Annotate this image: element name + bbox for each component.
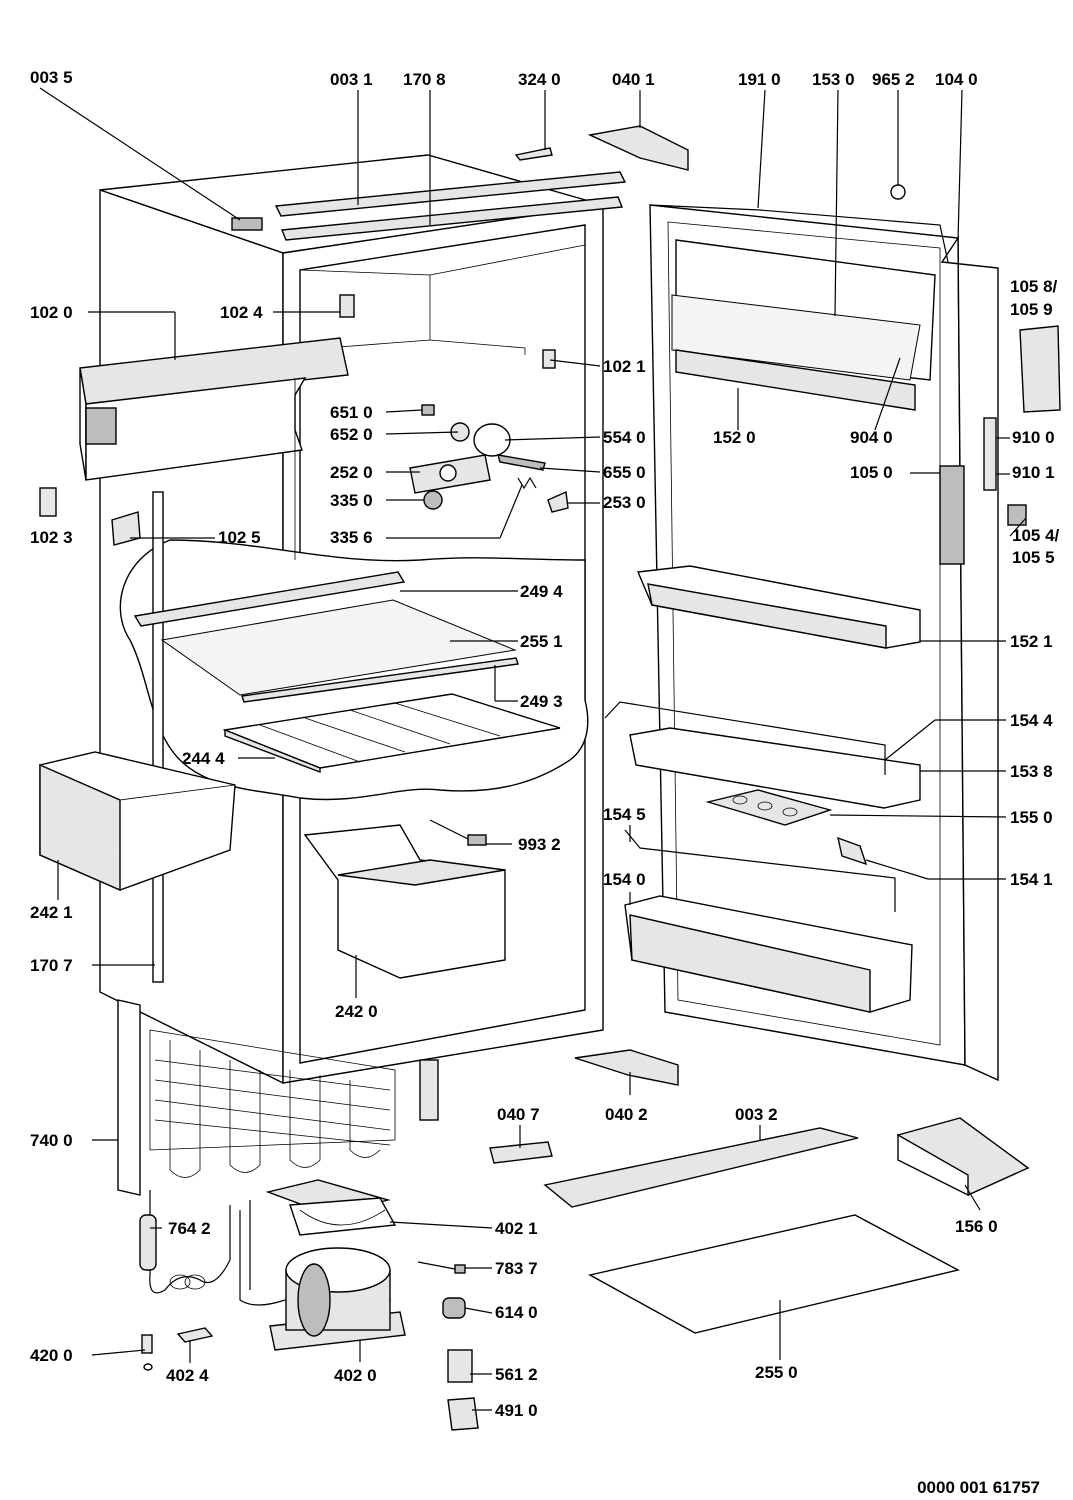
part-label-2494: 249 4 (520, 582, 563, 601)
part-label-2520: 252 0 (330, 463, 373, 482)
part-label-5612: 561 2 (495, 1365, 538, 1384)
compressor-bracket (265, 1179, 397, 1236)
part-labels: 003 5 003 1 170 8 324 0 040 1 191 0 153 … (30, 68, 1060, 1497)
part-label-0401: 040 1 (612, 70, 655, 89)
part-label-1054: 105 4/ (1012, 526, 1060, 545)
document-code: 0000 001 61757 (917, 1478, 1040, 1497)
part-label-1707: 170 7 (30, 956, 73, 975)
part-label-4021: 402 1 (495, 1219, 538, 1238)
part-label-2444: 244 4 (182, 749, 225, 768)
part-label-1050: 105 0 (850, 463, 893, 482)
door (604, 204, 999, 1082)
part-label-0035: 003 5 (30, 68, 73, 87)
part-label-1058: 105 8/ (1010, 277, 1058, 296)
part-label-3356: 335 6 (330, 528, 373, 547)
part-label-1059: 105 9 (1010, 300, 1053, 319)
part-label-6520: 652 0 (330, 425, 373, 444)
part-label-9100: 910 0 (1012, 428, 1055, 447)
part-label-1530: 153 0 (812, 70, 855, 89)
part-label-1540: 154 0 (603, 870, 646, 889)
part-label-0031: 003 1 (330, 70, 373, 89)
part-label-0402: 040 2 (605, 1105, 648, 1124)
compressor (239, 1200, 406, 1351)
part-label-0407: 040 7 (497, 1105, 540, 1124)
part-label-1024: 102 4 (220, 303, 263, 322)
part-label-1560: 156 0 (955, 1217, 998, 1236)
part-label-1020: 102 0 (30, 303, 73, 322)
part-label-6140: 614 0 (495, 1303, 538, 1322)
part-label-1550: 155 0 (1010, 808, 1053, 827)
part-label-2421: 242 1 (30, 903, 73, 922)
capillary-tube (139, 1190, 231, 1294)
part-label-1538: 153 8 (1010, 762, 1053, 781)
part-label-9101: 910 1 (1012, 463, 1055, 482)
part-label-1708: 170 8 (403, 70, 446, 89)
part-label-1055: 105 5 (1012, 548, 1055, 567)
leader-lines (39, 87, 1027, 1411)
part-label-1021: 102 1 (603, 357, 646, 376)
part-label-7642: 764 2 (168, 1219, 211, 1238)
part-label-7400: 740 0 (30, 1131, 73, 1150)
part-label-1025: 102 5 (218, 528, 261, 547)
part-label-3350: 335 0 (330, 491, 373, 510)
part-label-1541: 154 1 (1010, 870, 1053, 889)
part-label-2420: 242 0 (335, 1002, 378, 1021)
part-label-1544: 154 4 (1010, 711, 1053, 730)
part-label-1520: 152 0 (713, 428, 756, 447)
part-label-7837: 783 7 (495, 1259, 538, 1278)
part-label-1545: 154 5 (603, 805, 646, 824)
part-label-0032: 003 2 (735, 1105, 778, 1124)
hinges (489, 125, 1061, 1164)
part-label-4910: 491 0 (495, 1401, 538, 1420)
interior-parts (39, 294, 569, 979)
condenser (117, 999, 439, 1196)
part-label-1910: 191 0 (738, 70, 781, 89)
part-label-4200: 420 0 (30, 1346, 73, 1365)
part-label-1521: 152 1 (1010, 632, 1053, 651)
part-label-2493: 249 3 (520, 692, 563, 711)
part-label-9040: 904 0 (850, 428, 893, 447)
part-label-4024: 402 4 (166, 1366, 209, 1385)
part-label-6550: 655 0 (603, 463, 646, 482)
part-label-9652: 965 2 (872, 70, 915, 89)
part-label-2551: 255 1 (520, 632, 563, 651)
part-label-3240: 324 0 (518, 70, 561, 89)
part-label-9932: 993 2 (518, 835, 561, 854)
part-label-1040: 104 0 (935, 70, 978, 89)
part-label-1023: 102 3 (30, 528, 73, 547)
part-label-2530: 253 0 (603, 493, 646, 512)
bottom-plates (543, 1117, 1030, 1334)
part-label-2550: 255 0 (755, 1363, 798, 1382)
part-label-4020: 402 0 (334, 1366, 377, 1385)
part-label-5540: 554 0 (603, 428, 646, 447)
small-hardware (141, 1261, 479, 1431)
part-label-6510: 651 0 (330, 403, 373, 422)
